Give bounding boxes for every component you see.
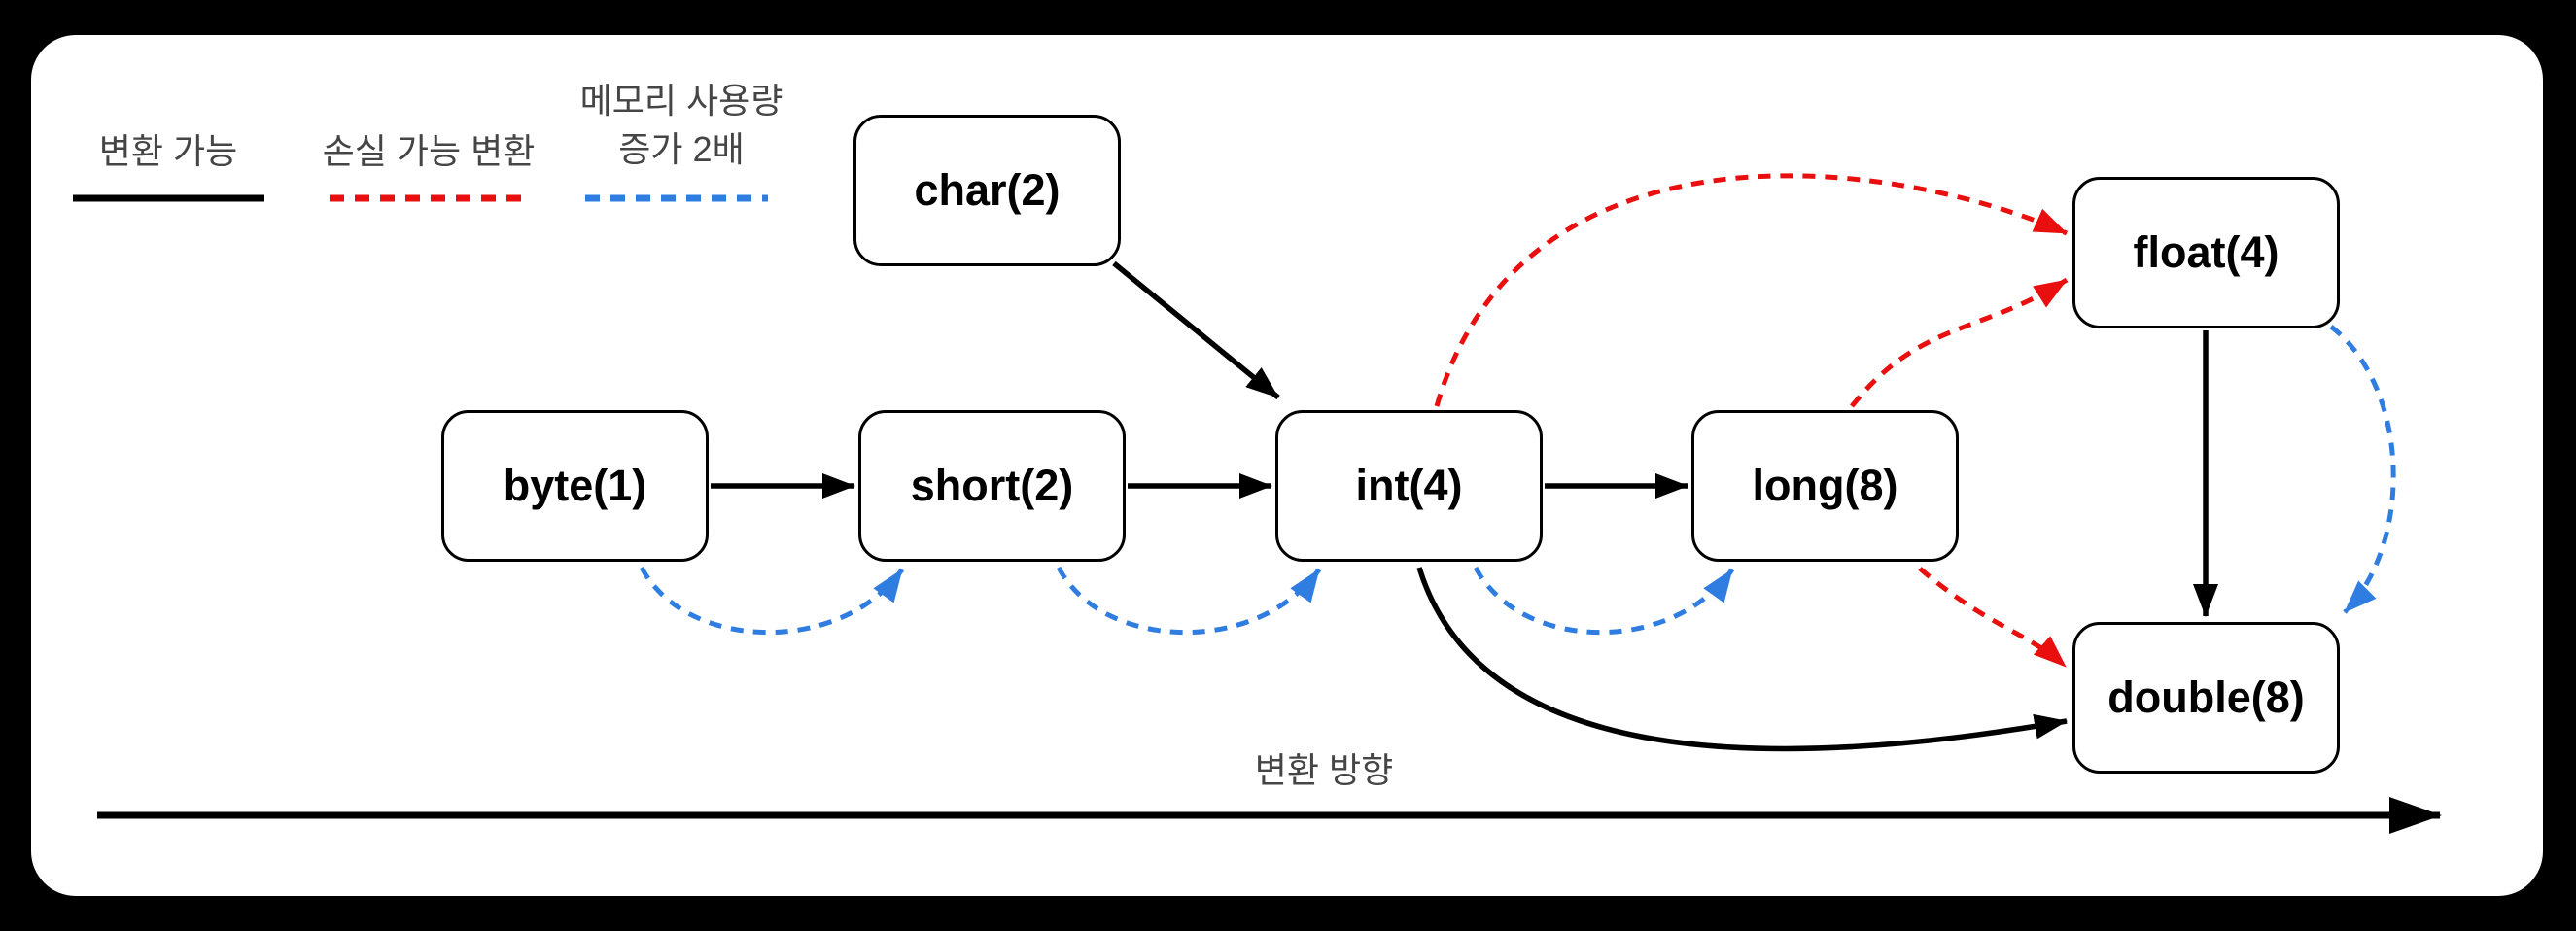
- node-long-label: long(8): [1752, 461, 1898, 510]
- node-float: float(4): [2072, 177, 2340, 328]
- edge-int-to-long-memory: [1473, 566, 1735, 636]
- legend-label-memory-2x-line2: 증가 2배: [618, 129, 745, 169]
- node-int-label: int(4): [1355, 461, 1463, 510]
- node-char-label: char(2): [914, 165, 1061, 215]
- edge-int-to-float-lossy: [1434, 173, 2069, 407]
- node-short: short(2): [858, 410, 1126, 562]
- edge-char-to-int: [1112, 260, 1280, 400]
- node-double: double(8): [2072, 622, 2340, 774]
- node-long: long(8): [1691, 410, 1959, 562]
- edge-int-to-double: [1416, 567, 2068, 752]
- node-float-label: float(4): [2133, 227, 2280, 277]
- edge-float-to-double-memory: [2329, 325, 2396, 614]
- legend-label-lossy: 손실 가능 변환: [322, 131, 536, 171]
- edge-long-to-float-lossy: [1850, 277, 2069, 408]
- edge-short-to-int-memory: [1056, 566, 1322, 636]
- edge-long-to-double-lossy: [1918, 567, 2068, 669]
- node-double-label: double(8): [2107, 672, 2305, 722]
- node-byte: byte(1): [441, 410, 709, 562]
- legend-label-memory-2x-line1: 메모리 사용량: [579, 81, 783, 121]
- edge-byte-to-short-memory: [639, 566, 905, 636]
- node-char: char(2): [853, 115, 1121, 266]
- legend-label-convertible: 변환 가능: [98, 131, 238, 171]
- axis-label: 변환 방향: [1254, 750, 1394, 790]
- node-byte-label: byte(1): [503, 461, 647, 510]
- node-int: int(4): [1275, 410, 1543, 562]
- node-short-label: short(2): [910, 461, 1074, 510]
